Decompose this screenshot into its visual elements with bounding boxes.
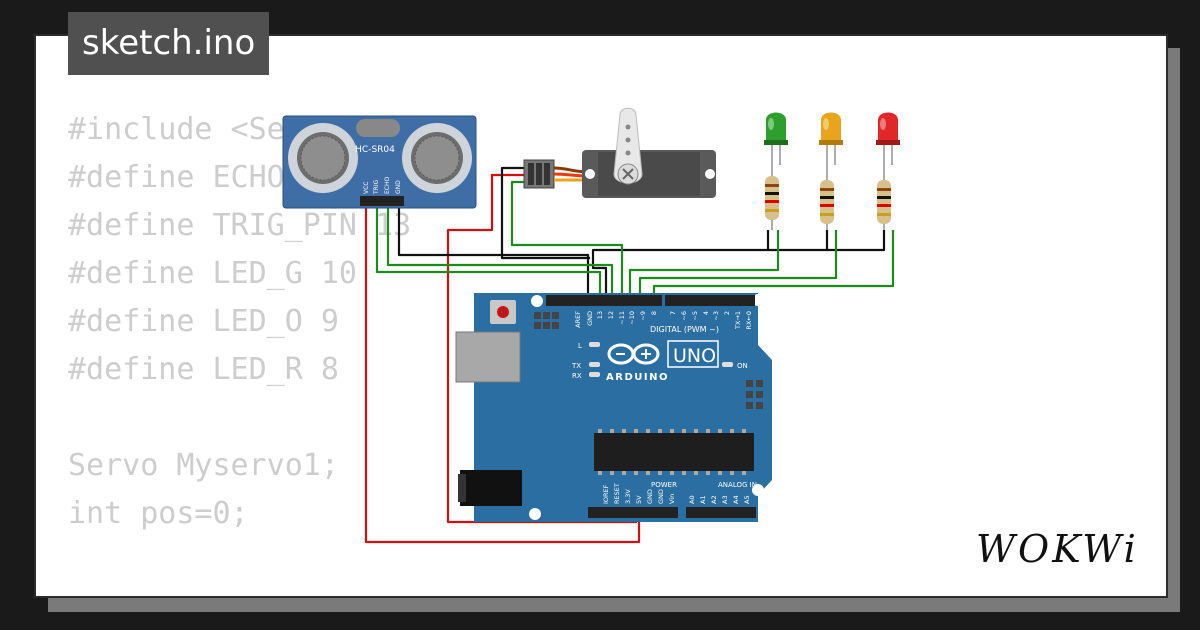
pin-label: AREF — [574, 311, 582, 328]
code-line: int pos=0; — [68, 496, 249, 531]
pin-label: GND — [646, 489, 654, 504]
l-label: L — [578, 342, 582, 350]
wire-servo-signal — [510, 180, 624, 300]
arduino-logo: ARDUINO — [606, 343, 669, 383]
file-title-tab[interactable]: sketch.ino — [68, 12, 270, 75]
pin-label: 8 — [650, 311, 658, 315]
resistor[interactable] — [765, 176, 779, 220]
resistor[interactable] — [820, 180, 834, 224]
tx-label: TX — [571, 362, 581, 370]
pin-label: ~3 — [712, 311, 720, 321]
wire-gnd-sensor — [397, 206, 590, 302]
pin-label: ~6 — [680, 311, 688, 321]
pin-label: GND — [586, 311, 594, 326]
pin-label: 7 — [669, 311, 677, 315]
sensor-pin-echo: ECHO — [384, 177, 391, 194]
servo-motor[interactable] — [523, 107, 716, 198]
on-label: ON — [737, 362, 748, 370]
pin-label: 2 — [723, 311, 731, 315]
pin-label: A5 — [743, 495, 751, 504]
pin-label: Vin — [668, 494, 676, 504]
analog-label: ANALOG IN — [718, 481, 757, 489]
header-pin-labels: AREF GND 13 12 ~11 ~10 ~9 8 7 ~6 ~5 4 ~3… — [574, 311, 753, 330]
resistor[interactable] — [877, 180, 891, 224]
uno-label: UNO — [673, 345, 716, 367]
wire-trig — [375, 206, 602, 300]
code-line: #define LED_G 10 — [68, 256, 357, 291]
code-line: #define LED_R 8 — [68, 352, 339, 387]
pin-label: A2 — [710, 495, 718, 504]
pin-label: ~11 — [618, 311, 626, 325]
pin-label: A0 — [688, 495, 696, 504]
ultrasonic-sensor[interactable]: HC-SR04 VCC TRIG ECHO GND — [282, 115, 477, 209]
wire-servo-gnd — [500, 166, 590, 260]
pin-label: RX←0 — [745, 311, 753, 330]
sensor-pin-trig: TRIG — [373, 179, 380, 195]
power-label: POWER — [651, 481, 677, 489]
wire-led-orange — [638, 230, 838, 300]
pin-label: ~5 — [691, 311, 699, 321]
wire-led-gnd — [591, 230, 770, 300]
digital-label: DIGITAL (PWM ~) — [650, 325, 719, 334]
wire-led-gnd-3 — [768, 230, 886, 252]
wokwi-logo: WOKWi — [976, 527, 1139, 571]
pin-label: A3 — [721, 495, 729, 504]
code-line: Servo Myservo1; — [68, 448, 339, 483]
code-line: void setup() { — [68, 586, 411, 596]
sensor-label: HC-SR04 — [355, 145, 395, 155]
pin-label: ~10 — [628, 311, 636, 325]
pin-label: ~9 — [639, 311, 647, 321]
wire-led-red — [652, 230, 895, 300]
pin-label: GND — [657, 489, 665, 504]
led-orange[interactable] — [819, 112, 843, 231]
arduino-uno-board[interactable]: AREF GND 13 12 ~11 ~10 ~9 8 7 ~6 ~5 4 ~3… — [455, 293, 772, 522]
pin-label: RESET — [613, 483, 621, 504]
sensor-pin-gnd: GND — [395, 180, 402, 194]
pin-label: 12 — [607, 311, 615, 319]
rx-label: RX — [572, 372, 582, 380]
wire-echo — [386, 206, 614, 300]
pin-label: 5V — [635, 495, 643, 504]
wire-vcc-red — [364, 206, 641, 544]
pin-label: 13 — [596, 311, 604, 319]
pin-label: A1 — [699, 495, 707, 504]
sensor-pin-vcc: VCC — [363, 182, 370, 194]
pin-label: 3.3V — [624, 489, 632, 504]
pin-label: IOREF — [602, 484, 610, 504]
pin-label: 4 — [702, 311, 710, 315]
pin-label: TX→1 — [734, 311, 742, 330]
arduino-logo-text: ARDUINO — [606, 372, 669, 383]
wire-led-green — [628, 230, 780, 300]
pin-label: A4 — [732, 495, 740, 504]
code-line: #define TRIG_PIN 13 — [68, 208, 412, 243]
code-line: #define LED_O 9 — [68, 304, 339, 339]
